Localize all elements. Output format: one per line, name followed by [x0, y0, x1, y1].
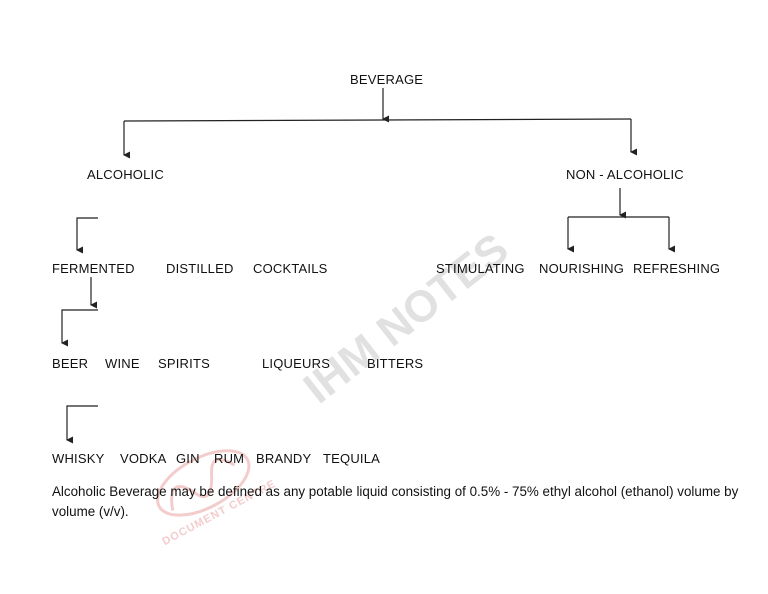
node-refreshing: REFRESHING [633, 261, 721, 276]
node-non-alcoholic: NON - ALCOHOLIC [566, 167, 684, 182]
node-beverage: BEVERAGE [350, 72, 424, 87]
node-alcoholic: ALCOHOLIC [87, 167, 164, 182]
spirit-types-arrow [66, 405, 98, 444]
node-fermented: FERMENTED [52, 261, 135, 276]
node-spirits: SPIRITS [158, 356, 210, 371]
node-beer: BEER [52, 356, 89, 371]
definition-text: Alcoholic Beverage may be defined as any… [52, 484, 739, 519]
node-rum: RUM [214, 451, 245, 466]
node-distilled: DISTILLED [166, 261, 234, 276]
node-cocktails: COCKTAILS [253, 261, 328, 276]
node-brandy: BRANDY [256, 451, 312, 466]
node-vodka: VODKA [120, 451, 167, 466]
node-liqueurs: LIQUEURS [262, 356, 331, 371]
level1-bar [123, 118, 632, 122]
node-gin: GIN [176, 451, 200, 466]
node-wine: WINE [105, 356, 140, 371]
node-stimulating: STIMULATING [436, 261, 525, 276]
alcoholic-types-arrow [76, 217, 98, 254]
node-bitters: BITTERS [367, 356, 424, 371]
node-tequila: TEQUILA [323, 451, 381, 466]
node-whisky: WHISKY [52, 451, 105, 466]
node-nourishing: NOURISHING [539, 261, 625, 276]
fermented-types-arrow [61, 309, 98, 347]
